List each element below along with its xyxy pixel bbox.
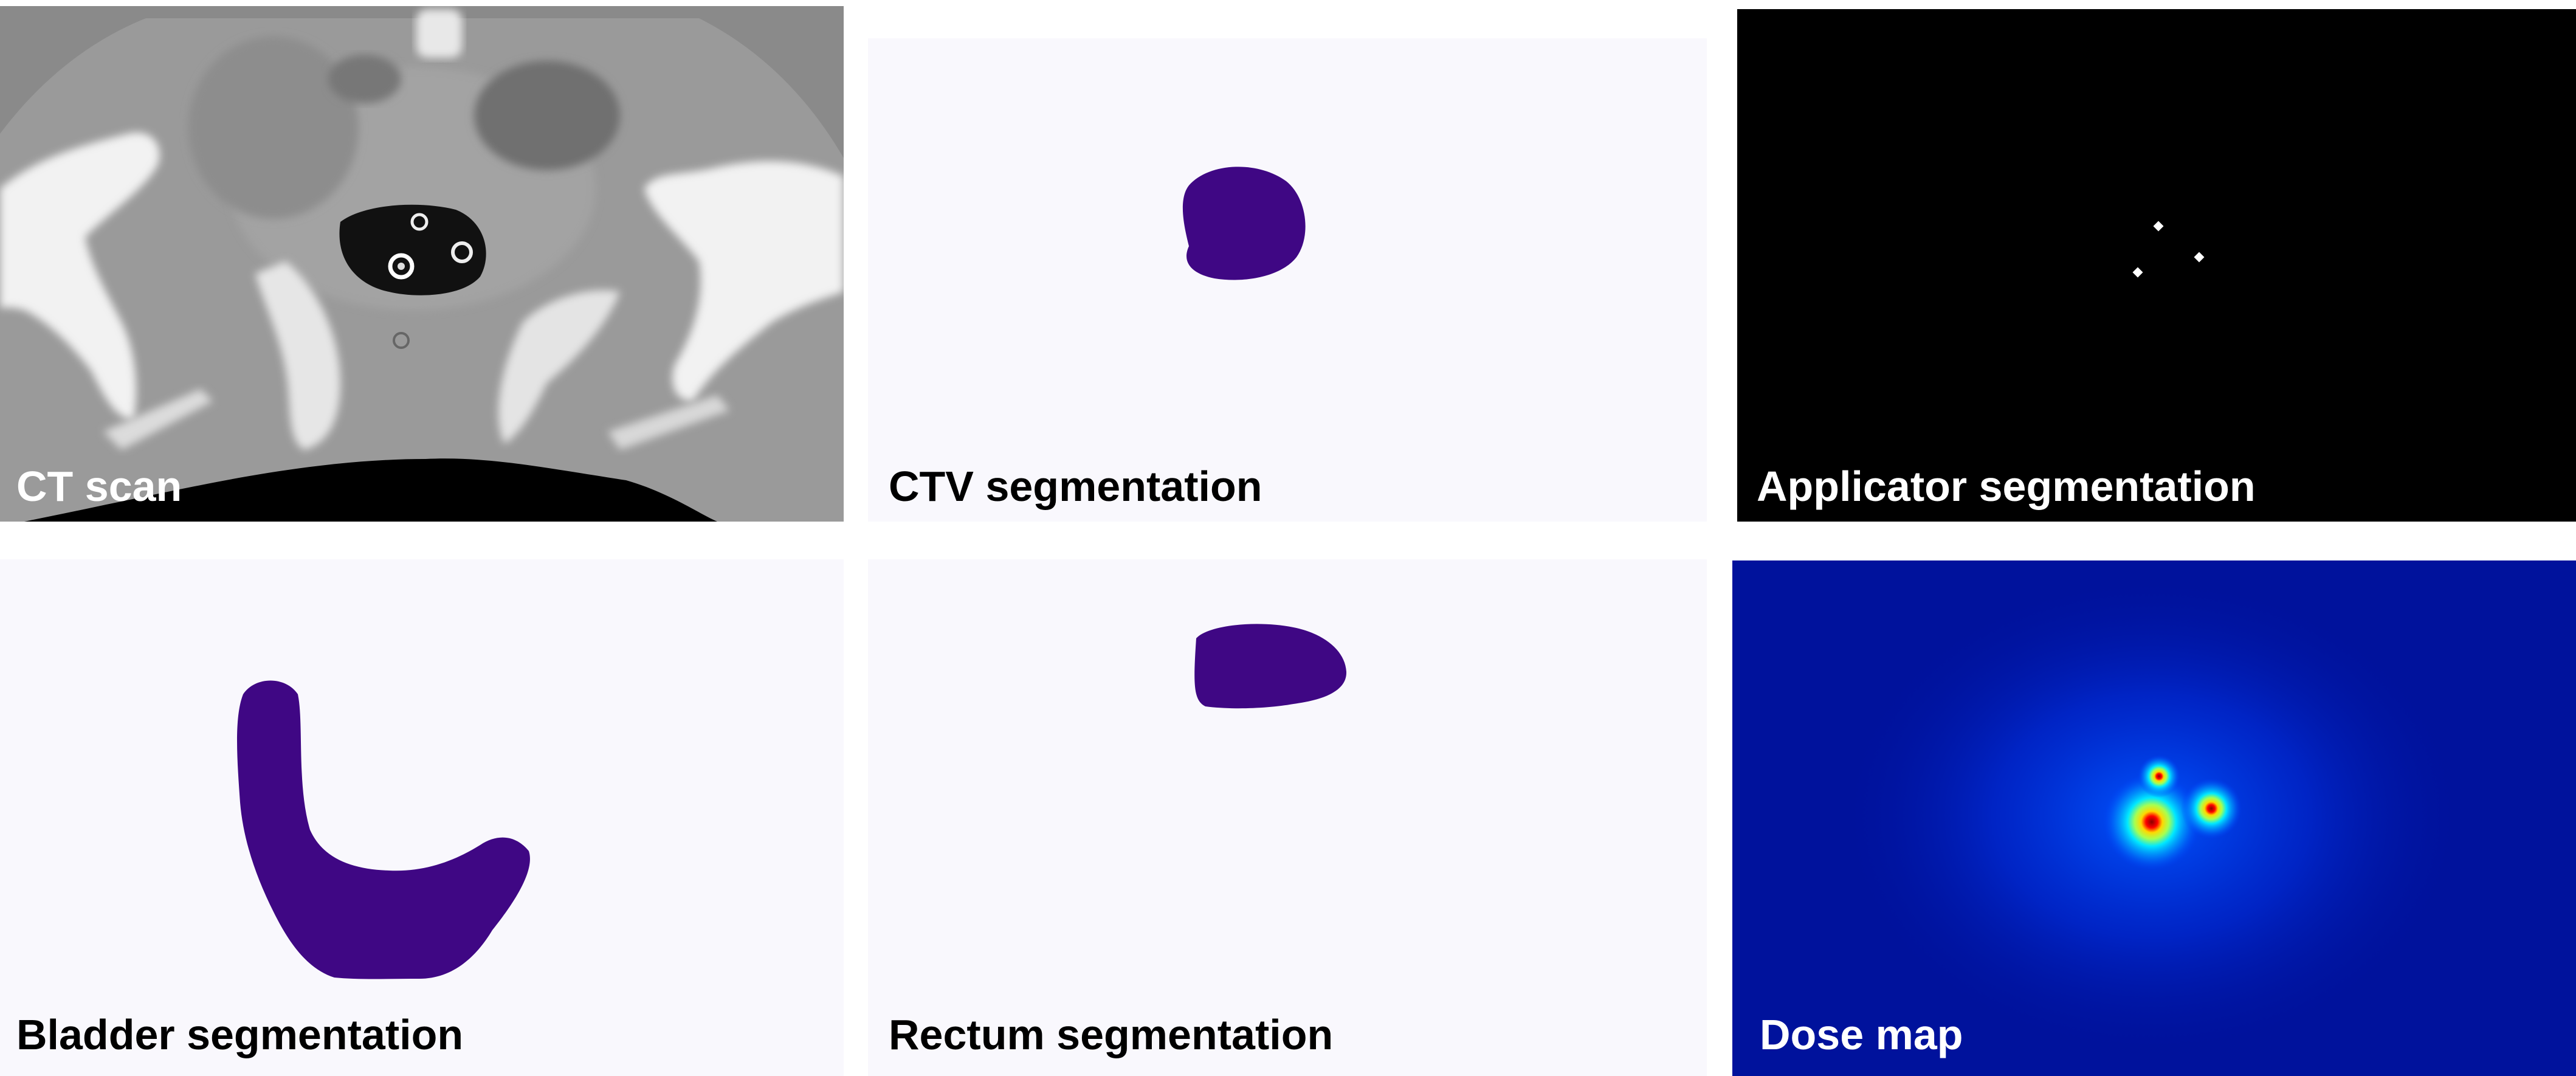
dose-hotspot	[2138, 755, 2180, 798]
applicator-marker	[2153, 221, 2164, 232]
rectum-segmentation-label: Rectum segmentation	[889, 1011, 1334, 1058]
bladder-segmentation-label: Bladder segmentation	[16, 1011, 464, 1058]
rectum-mask-image	[1194, 624, 1347, 709]
applicator-mask-image	[2132, 221, 2205, 278]
dose-hotspot	[2103, 773, 2200, 871]
ctv-mask	[1182, 167, 1306, 280]
rectum-segmentation-panel	[868, 559, 1707, 1076]
dose-map-label: Dose map	[1760, 1011, 1963, 1058]
dose-map-panel	[1732, 560, 2576, 1076]
ctv-segmentation-label: CTV segmentation	[889, 463, 1262, 510]
bladder-mask-image	[237, 680, 530, 979]
dose-map-image	[1732, 560, 2576, 1076]
ct-scan-panel	[0, 6, 844, 522]
rectum-mask	[1194, 624, 1347, 709]
applicator-marker	[2132, 267, 2143, 278]
ct-scan-image	[0, 6, 844, 522]
ct-scan-label: CT scan	[16, 463, 182, 510]
bladder-mask	[237, 680, 530, 979]
applicator-marker	[2194, 252, 2205, 263]
applicator-segmentation-panel	[1737, 9, 2576, 522]
applicator-segmentation-label: Applicator segmentation	[1757, 463, 2256, 510]
dose-hotspot	[2181, 778, 2242, 839]
ctv-mask-image	[1182, 167, 1306, 280]
ctv-segmentation-panel	[868, 38, 1707, 522]
bladder-segmentation-panel	[0, 559, 844, 1076]
